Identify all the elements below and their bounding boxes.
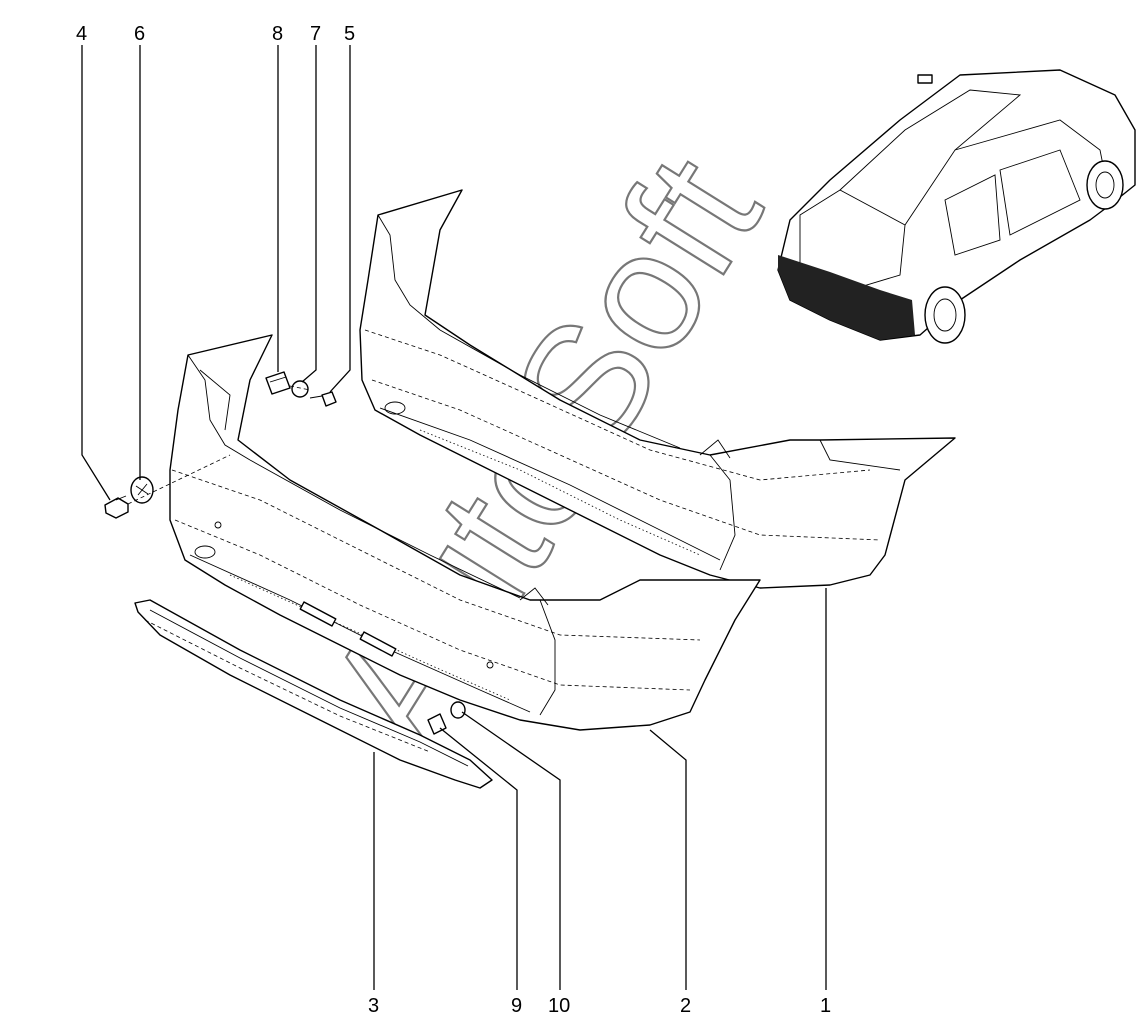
lower-trim-strip — [134, 599, 493, 789]
fastener-8-clip-icon — [265, 371, 291, 395]
callout-9: 9 — [511, 995, 522, 1017]
callout-3: 3 — [368, 995, 379, 1017]
leader-2 — [649, 729, 687, 990]
callout-5: 5 — [344, 23, 355, 45]
fastener-4-screw-icon — [104, 495, 129, 519]
leader-lines — [81, 45, 827, 990]
callout-7: 7 — [310, 23, 321, 45]
leader-5 — [329, 45, 351, 393]
callout-4: 4 — [76, 23, 87, 45]
callout-1: 1 — [820, 995, 831, 1017]
callout-2: 2 — [680, 995, 691, 1017]
fastener-7-nut-icon — [291, 380, 309, 398]
rear-bumper-cover — [169, 334, 761, 731]
fastener-10-nut-icon — [450, 701, 466, 719]
leader-4 — [81, 45, 111, 501]
car-rear-three-quarter-icon — [777, 69, 1136, 344]
callout-8: 8 — [272, 23, 283, 45]
callout-10: 10 — [548, 995, 570, 1017]
rear-bumper-assembly — [359, 189, 956, 589]
callout-6: 6 — [134, 23, 145, 45]
leader-9 — [439, 727, 518, 990]
callout-labels: 4 6 8 7 5 3 9 10 2 1 — [76, 23, 831, 1017]
fastener-5-bolt-icon — [309, 391, 337, 407]
leader-10 — [461, 711, 561, 990]
fastener-6-washer-icon — [130, 476, 154, 504]
leader-7 — [301, 45, 317, 383]
